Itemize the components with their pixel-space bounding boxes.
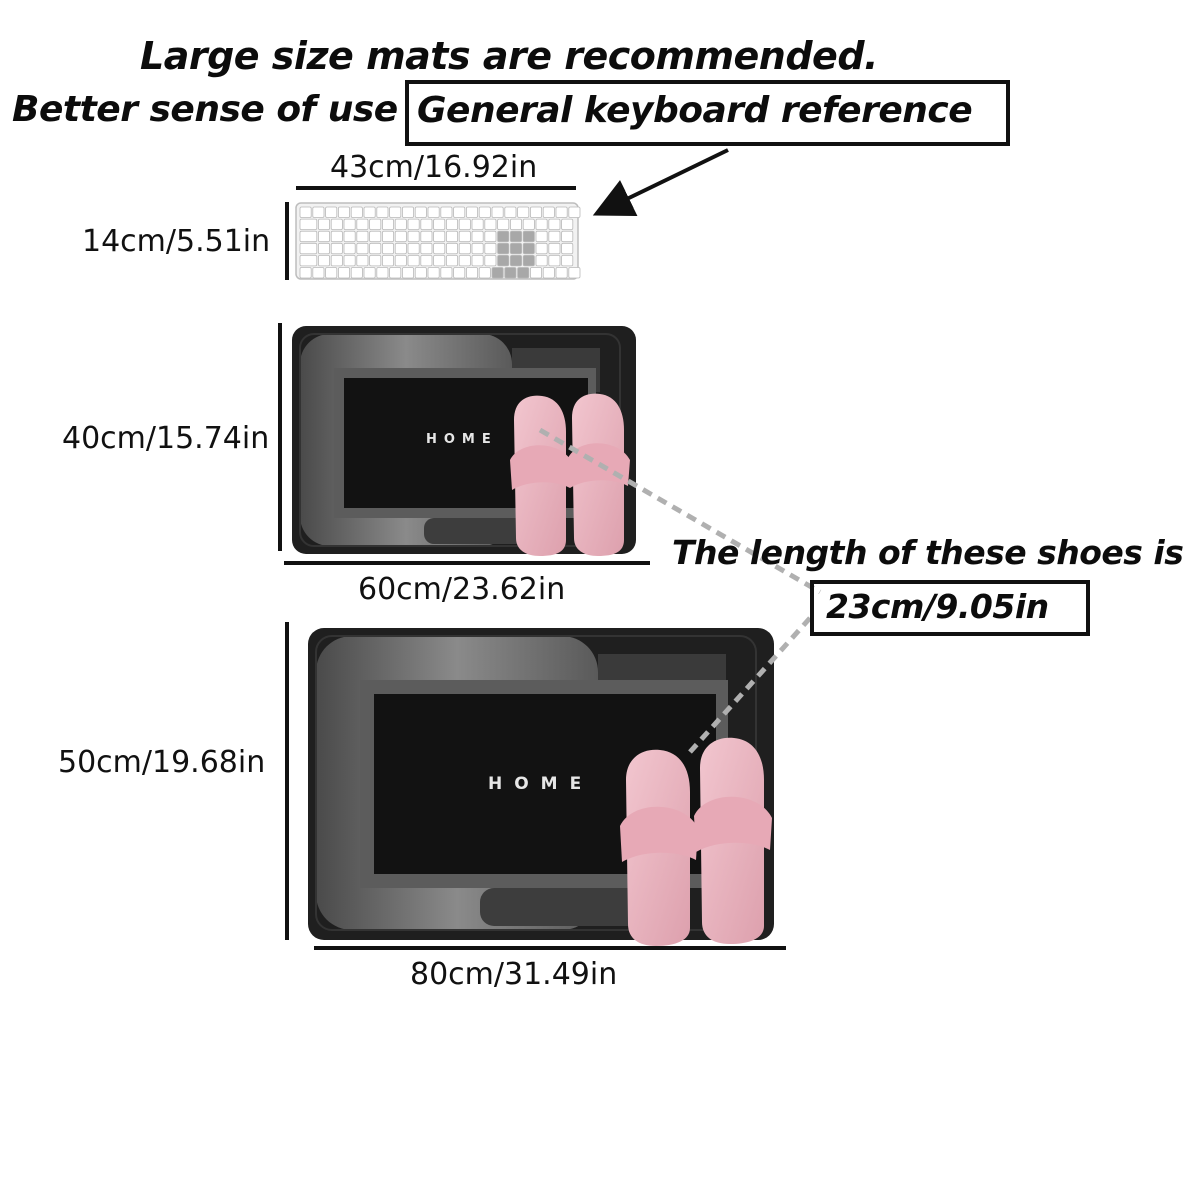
small-slippers-image: [510, 393, 630, 556]
keyboard-height-rule: [285, 202, 289, 280]
keyboard-reference-label: General keyboard reference: [417, 90, 973, 131]
shoe-length-text: The length of these shoes is: [672, 533, 1184, 572]
large-mat-home-text: HOME: [488, 774, 594, 794]
keyboard-width-rule: [296, 186, 576, 190]
headline-line2-prefix: Better sense of use: [12, 89, 398, 130]
keyboard-height-label: 14cm/5.51in: [82, 224, 271, 259]
large-mat-height-rule: [285, 622, 289, 940]
small-mat-height-rule: [278, 323, 282, 551]
large-mat-width-rule: [314, 946, 786, 950]
keyboard-reference-box: General keyboard reference: [405, 80, 1010, 146]
large-mat-height-label: 50cm/19.68in: [58, 745, 266, 780]
keyboard-image: [295, 202, 581, 280]
large-mat-width-label: 80cm/31.49in: [410, 957, 618, 992]
shoe-leader-lines: [538, 427, 822, 754]
keyboard-width-label: 43cm/16.92in: [330, 150, 538, 185]
headline-line1: Large size mats are recommended.: [140, 34, 878, 78]
pointer-arrow: [592, 148, 729, 217]
small-mat-height-label: 40cm/15.74in: [62, 421, 270, 456]
large-slippers-image: [620, 737, 772, 946]
small-mat-home-text: HOME: [426, 432, 498, 447]
small-mat-width-rule: [284, 561, 650, 565]
small-mat-width-label: 60cm/23.62in: [358, 572, 566, 607]
shoe-length-value: 23cm/9.05in: [826, 587, 1049, 626]
shoe-length-box: 23cm/9.05in: [810, 580, 1090, 636]
